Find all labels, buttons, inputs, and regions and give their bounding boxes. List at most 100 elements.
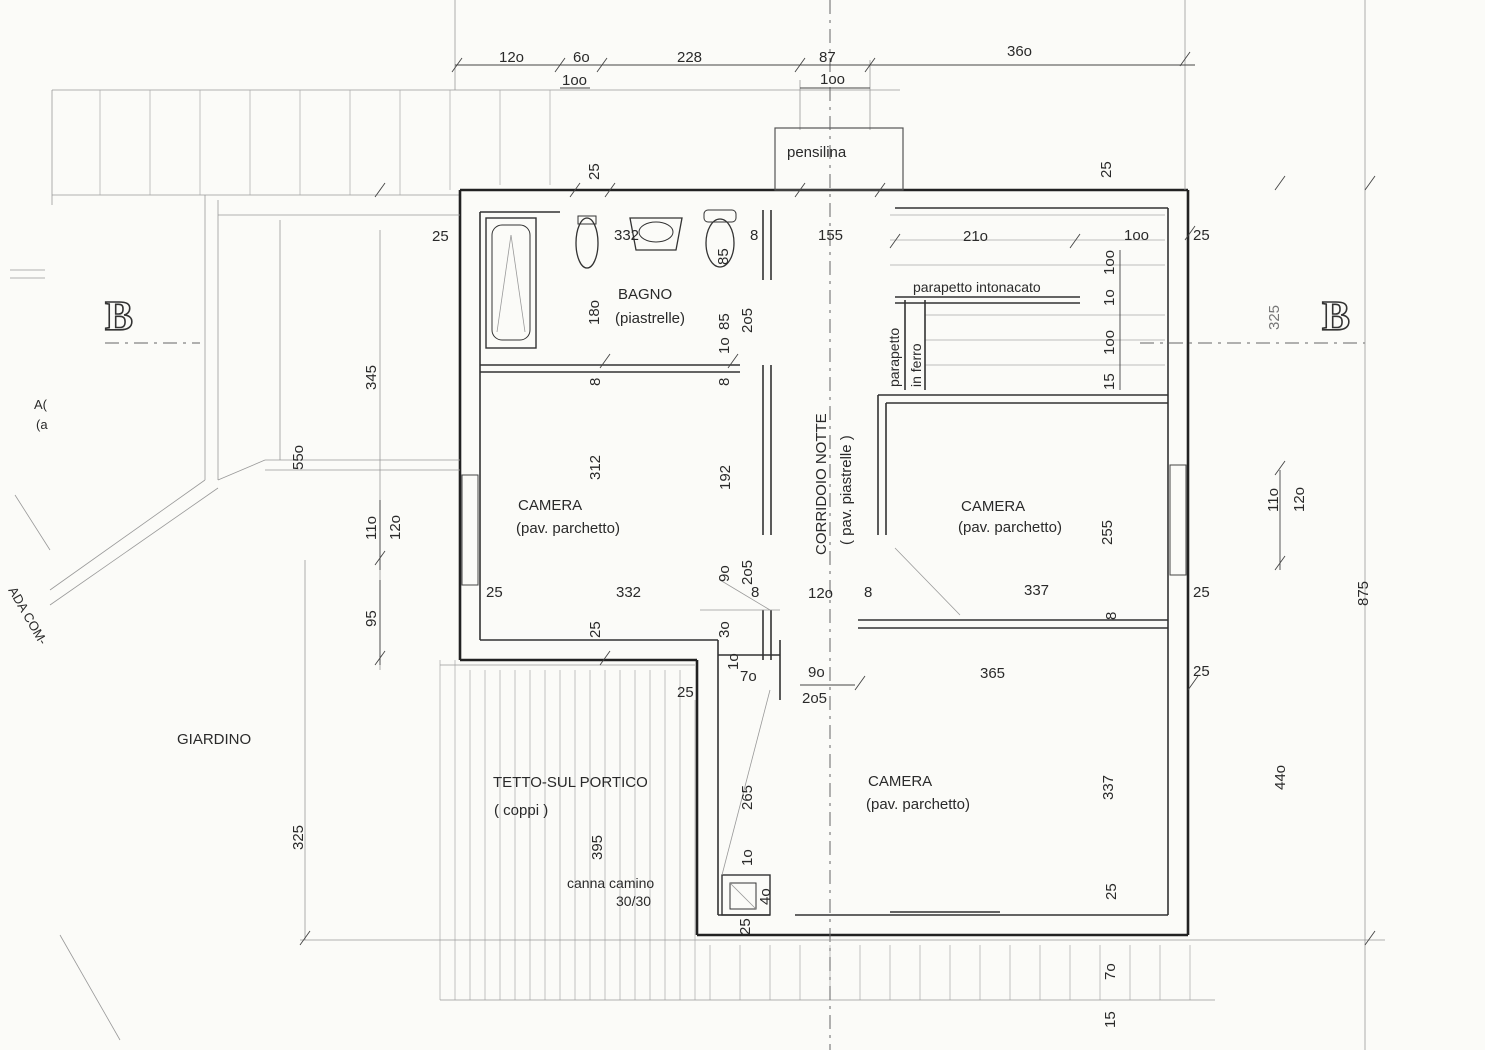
dim-text: 25: [737, 918, 754, 935]
label-parapetto-intonacato: parapetto intonacato: [913, 279, 1041, 295]
dim-text: 325: [290, 825, 307, 850]
dim-text: 8: [750, 227, 758, 244]
room-name-bagno: BAGNO: [618, 286, 672, 303]
dim-text: 12o: [808, 585, 833, 602]
portico-roof-hatch: [439, 660, 1215, 1001]
dim-text: 15: [1102, 1011, 1119, 1028]
dim-text: 25: [486, 584, 503, 601]
label-giardino: GIARDINO: [177, 731, 251, 748]
room-floor-camera-3: (pav. parchetto): [866, 796, 970, 813]
dim-text: 36o: [1007, 43, 1032, 60]
dim-text: 95: [363, 610, 380, 627]
dim-text: 875: [1355, 581, 1372, 606]
dim-text: 25: [1193, 584, 1210, 601]
dim-text: 1oo: [1124, 227, 1149, 244]
sink-icon: [629, 217, 683, 251]
dim-text: 8: [1103, 612, 1120, 620]
pensilina-outline: [774, 127, 904, 191]
dimension-texts: 12o 6o 228 87 36o 1oo 1oo 25 332 8 155 2…: [432, 43, 1210, 707]
dim-text: 2o5: [802, 690, 827, 707]
dim-text: 3o: [716, 621, 733, 638]
dim-text: 1o: [739, 849, 756, 866]
dim-text: 85: [716, 313, 733, 330]
dimension-ticks: [299, 51, 1376, 946]
dim-text: 1oo: [562, 72, 587, 89]
dim-text: 332: [616, 584, 641, 601]
dim-text: 1oo: [1101, 250, 1118, 275]
dim-text: 228: [677, 49, 702, 66]
bathtub-icon: [485, 217, 537, 349]
dim-text: 25: [586, 163, 603, 180]
dim-text: 1o: [1101, 289, 1118, 306]
dim-text: 8: [751, 584, 759, 601]
label-coppi: ( coppi ): [494, 802, 548, 819]
label-canna-size: 30/30: [616, 893, 651, 909]
dim-text: 25: [1193, 663, 1210, 680]
dim-text: 12o: [1291, 487, 1308, 512]
stair-hatch: [890, 214, 1165, 390]
dim-text: 255: [1099, 520, 1116, 545]
label-in-ferro: in ferro: [908, 343, 924, 387]
label-tetto-portico: TETTO-SUL PORTICO: [493, 774, 648, 791]
dim-text: 4o: [757, 888, 774, 905]
dim-text: 25: [1098, 161, 1115, 178]
section-marker-left: B: [105, 294, 133, 340]
dim-text: 337: [1024, 582, 1049, 599]
dim-text: 325: [1266, 305, 1283, 330]
dim-text: 12o: [499, 49, 524, 66]
axis-lines: [105, 0, 1385, 1050]
dim-text: 11o: [363, 516, 380, 540]
chimney-icon: [721, 689, 771, 916]
dim-text: 8: [587, 378, 604, 386]
section-marker-right: B: [1322, 294, 1350, 340]
walls: [458, 188, 1190, 937]
dim-text: 2o5: [739, 308, 756, 333]
dimension-lines: [379, 64, 1281, 686]
dim-text: 25: [1193, 227, 1210, 244]
dim-text: 25: [432, 228, 449, 245]
dim-text: 87: [819, 49, 836, 66]
label-edge-2: (a: [36, 417, 48, 432]
label-canna-camino: canna camino: [567, 875, 654, 891]
room-name-corridoio: CORRIDOIO NOTTE: [813, 413, 830, 555]
room-name-camera-3: CAMERA: [868, 773, 932, 790]
label-edge-1: A(: [34, 397, 48, 412]
dim-text: 12o: [387, 515, 404, 540]
dim-text: 312: [587, 455, 604, 480]
room-name-camera-2: CAMERA: [961, 498, 1025, 515]
dim-text: 55o: [290, 445, 307, 470]
dim-text: 1oo: [1101, 330, 1118, 355]
dim-text: 265: [739, 785, 756, 810]
dim-text: 25: [677, 684, 694, 701]
dim-text: 1o: [725, 653, 742, 670]
terrace-hatch: [51, 60, 900, 205]
dim-text: 21o: [963, 228, 988, 245]
dim-text: 155: [818, 227, 843, 244]
dim-text: 332: [614, 227, 639, 244]
dim-text: 1oo: [820, 71, 845, 88]
toilet-icon: [703, 209, 737, 268]
dim-text: 337: [1100, 775, 1117, 800]
dim-text: 365: [980, 665, 1005, 682]
dim-text: 18o: [586, 300, 603, 325]
dim-text: 15: [1101, 373, 1118, 390]
dim-text: 395: [589, 835, 606, 860]
label-parapetto: parapetto: [886, 328, 902, 387]
room-floor-bagno: (piastrelle): [615, 310, 685, 327]
dim-text: 25: [1103, 883, 1120, 900]
room-floor-camera-2: (pav. parchetto): [958, 519, 1062, 536]
label-strada: ADA COM-: [5, 584, 50, 647]
dim-text: 44o: [1272, 765, 1289, 790]
dim-text: 9o: [808, 664, 825, 681]
dim-text: 85: [715, 248, 732, 265]
room-name-camera-1: CAMERA: [518, 497, 582, 514]
dim-text: 11o: [1265, 488, 1282, 512]
room-floor-camera-1: (pav. parchetto): [516, 520, 620, 537]
dim-text: 345: [363, 365, 380, 390]
dim-text: 9o: [716, 565, 733, 582]
room-floor-corridoio: ( pav. piastrelle ): [838, 435, 855, 545]
dim-text: 8: [864, 584, 872, 601]
dim-text: 1o: [716, 337, 733, 354]
dim-text: 7o: [740, 668, 757, 685]
dim-text: 6o: [573, 49, 590, 66]
